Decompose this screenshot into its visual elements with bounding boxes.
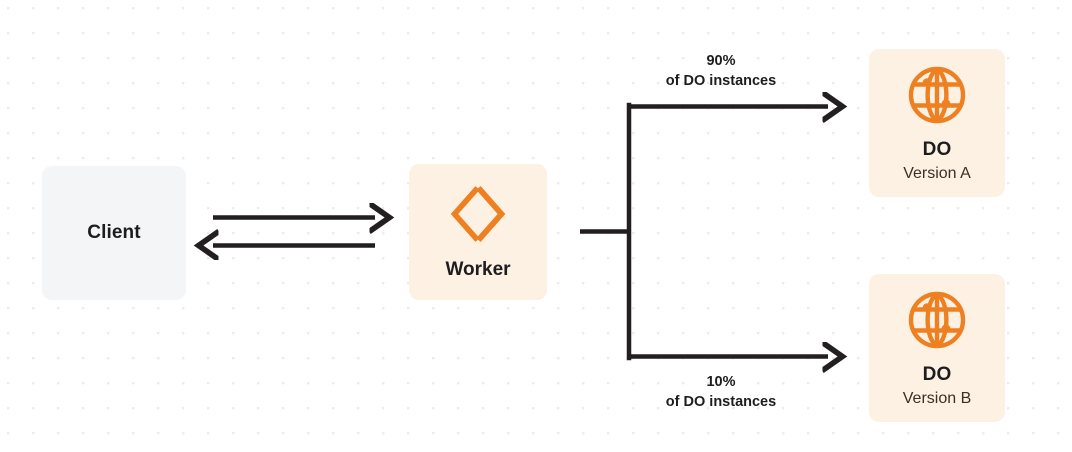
node-do-b-sublabel: Version B	[902, 389, 972, 407]
edge-label-do-b-caption: of DO instances	[665, 393, 777, 410]
node-do-b-label: DO	[922, 363, 952, 385]
edge-label-do-b-percent: 10%	[706, 374, 736, 390]
node-do-a-label: DO	[922, 138, 952, 160]
node-do-version-b[interactable]: DO Version B	[869, 274, 1005, 422]
node-client[interactable]: Client	[42, 166, 186, 300]
node-worker[interactable]: Worker	[409, 164, 547, 300]
node-do-version-a[interactable]: DO Version A	[869, 49, 1005, 197]
cloudflare-workers-logo-icon	[447, 183, 509, 245]
globe-icon	[906, 289, 968, 351]
edge-label-do-a-caption: of DO instances	[665, 72, 777, 89]
edge-label-do-b: 10% of DO instances	[627, 373, 815, 412]
globe-icon	[906, 64, 968, 126]
node-do-a-sublabel: Version A	[903, 164, 971, 182]
node-client-label: Client	[87, 221, 141, 243]
edge-label-do-a: 90% of DO instances	[627, 52, 815, 91]
node-worker-label: Worker	[445, 259, 511, 280]
edge-label-do-a-percent: 90%	[706, 53, 736, 69]
